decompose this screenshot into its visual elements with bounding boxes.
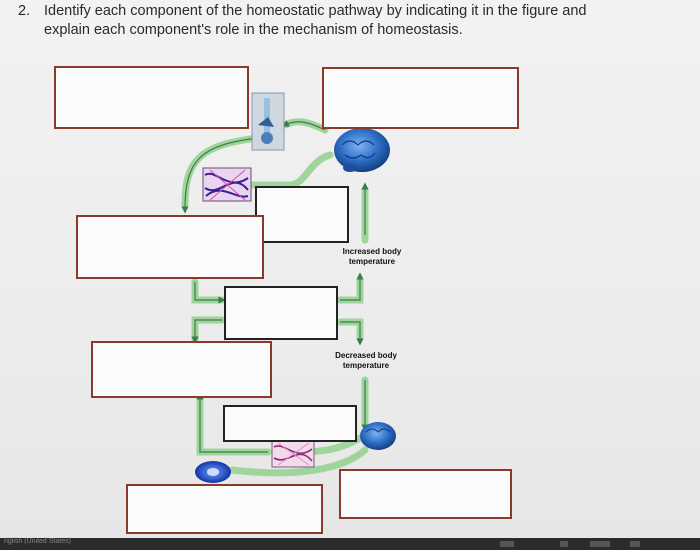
thermometer-sensor-icon xyxy=(251,92,285,151)
answer-box-2[interactable] xyxy=(322,67,519,129)
decreased-temperature-label: Decreased body temperature xyxy=(316,351,416,371)
question-number: 2. xyxy=(18,3,31,19)
answer-box-1[interactable] xyxy=(54,66,249,129)
blood-vessel-icon-lower xyxy=(271,440,315,468)
blood-vessel-icon-upper xyxy=(202,167,252,202)
question-line-1: Identify each component of the homeostat… xyxy=(44,3,587,19)
answer-box-3[interactable] xyxy=(255,186,349,243)
taskbar-language: nglish (United States) xyxy=(4,538,71,545)
decreased-label-line-2: temperature xyxy=(342,361,390,370)
effector-icon-lower xyxy=(195,461,231,483)
brain-icon-lower xyxy=(360,422,396,450)
increased-label-line-1: Increased body xyxy=(342,247,402,256)
answer-box-5[interactable] xyxy=(224,286,338,340)
answer-box-8[interactable] xyxy=(126,484,323,534)
answer-box-7[interactable] xyxy=(223,405,357,442)
answer-box-4[interactable] xyxy=(76,215,264,279)
brain-icon-upper xyxy=(334,128,390,172)
increased-temperature-label: Increased body temperature xyxy=(322,247,422,267)
question-line-2: explain each component's role in the mec… xyxy=(44,22,463,38)
answer-box-9[interactable] xyxy=(339,469,512,519)
decreased-label-line-1: Decreased body xyxy=(335,351,397,360)
answer-box-6[interactable] xyxy=(91,341,272,398)
taskbar: nglish (United States) xyxy=(0,538,700,550)
increased-label-line-2: temperature xyxy=(348,257,396,266)
